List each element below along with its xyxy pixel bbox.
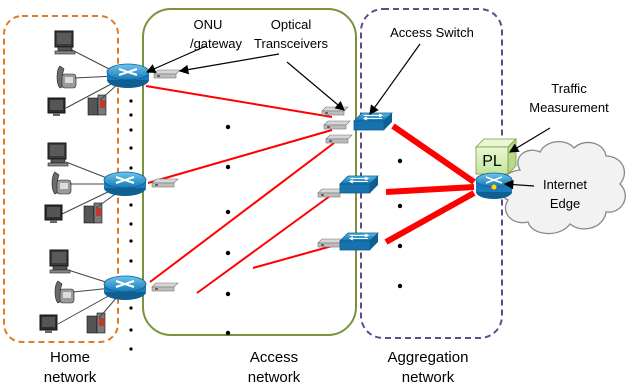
tv-icon <box>39 314 58 334</box>
transceiver-icon <box>323 120 351 130</box>
optical-transceivers-label: Optical <box>271 17 312 32</box>
switch-icon <box>339 232 379 251</box>
edge-router-icon <box>475 172 513 199</box>
monitor-icon <box>49 249 71 274</box>
traffic-measurement-label: Measurement <box>529 100 609 115</box>
phone-icon <box>51 171 72 195</box>
home-network-label: Home <box>50 349 90 366</box>
phone-icon <box>54 280 75 304</box>
onu-gateway-3 <box>103 275 179 301</box>
transceiver-icon <box>321 106 349 116</box>
transceiver-icon <box>325 134 353 144</box>
access-network-label: network <box>248 369 301 386</box>
tv-icon <box>47 97 66 117</box>
router-icon <box>106 63 150 89</box>
access-network-boundary <box>142 8 357 336</box>
phone-icon <box>56 65 77 89</box>
annotation-arrows <box>145 43 551 190</box>
internet-edge-label: Edge <box>550 196 580 211</box>
home-network-label: network <box>44 369 97 386</box>
switch-icon <box>353 112 393 131</box>
transceiver-icon <box>151 178 179 188</box>
transceiver-icon <box>153 69 181 79</box>
pl-label: PL <box>482 153 502 170</box>
camera-icon <box>86 312 106 334</box>
transceiver-icon <box>151 282 179 292</box>
onu-label: ONU <box>194 17 223 32</box>
access-switch-label: Access Switch <box>390 25 474 40</box>
traffic-measurement-label: Traffic <box>551 81 587 96</box>
aggregation-network-label: Aggregation <box>388 349 469 366</box>
router-icon <box>103 275 147 301</box>
monitor-icon <box>47 142 69 167</box>
tv-icon <box>44 204 63 224</box>
onu-gateway-2 <box>103 171 179 197</box>
camera-icon <box>87 94 107 116</box>
switch-icon <box>339 175 379 194</box>
home-devices <box>39 30 107 334</box>
labels: ONU /gateway Optical Transceivers Access… <box>44 17 609 386</box>
aggregation-network-label: network <box>402 369 455 386</box>
access-network-label: Access <box>250 349 298 366</box>
access-dots <box>225 124 231 336</box>
onu-label: /gateway <box>190 36 243 51</box>
internet-cloud-icon <box>499 141 626 235</box>
aggregation-dots <box>397 158 403 289</box>
router-icon <box>103 171 147 197</box>
optical-transceivers-label: Transceivers <box>254 36 328 51</box>
home-access-dots <box>129 99 133 351</box>
access-switch-2 <box>317 175 379 198</box>
onu-gateway-1 <box>106 63 181 89</box>
fiber-links <box>145 85 476 294</box>
internet-edge-label: Internet <box>543 177 587 192</box>
